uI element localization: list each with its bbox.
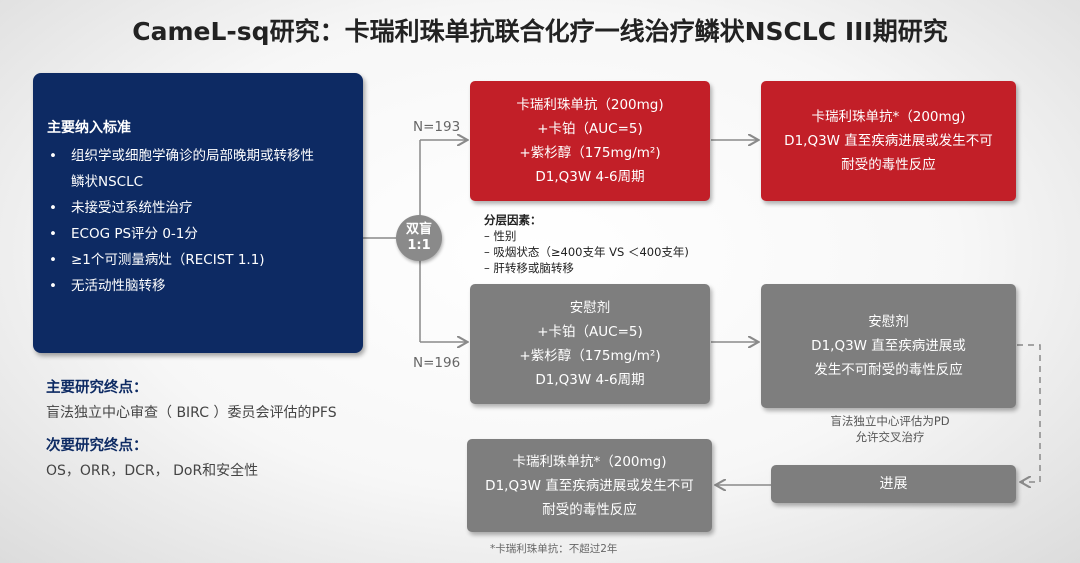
box-line: 耐受的毒性反应 — [841, 157, 936, 173]
box-line: D1,Q3W 4-6周期 — [535, 372, 645, 388]
stratification-item: – 性别 — [484, 229, 517, 243]
box-line: D1,Q3W 直至疾病进展或发生不可 — [784, 133, 993, 149]
box-line: D1,Q3W 4-6周期 — [535, 169, 645, 185]
randomization-ratio: 1:1 — [407, 238, 431, 253]
inclusion-heading: 主要纳入标准 — [47, 120, 131, 136]
box-line: +紫杉醇（175mg/m²) — [519, 348, 661, 364]
dashed-arrow-to-progression — [1017, 344, 1041, 482]
inclusion-criteria-box: 主要纳入标准 组织学或细胞学确诊的局部晚期或转移性 鳞状NSCLC 未接受过系统… — [33, 73, 363, 353]
progression-label: 进展 — [879, 476, 908, 492]
grey-induction-box: 安慰剂 +卡铂（AUC=5) +紫杉醇（175mg/m²) D1,Q3W 4-6… — [470, 284, 710, 404]
box-line: 耐受的毒性反应 — [542, 501, 637, 518]
crossover-note-line: 允许交叉治疗 — [855, 430, 925, 444]
randomization-circle: 双盲 1:1 — [396, 215, 442, 261]
top-arm-n: N=193 — [413, 119, 461, 135]
inclusion-item: ≥1个可测量病灶（RECIST 1.1) — [47, 247, 349, 273]
box-line: 安慰剂 — [868, 314, 909, 330]
randomization-label: 双盲 — [405, 222, 432, 237]
inclusion-list: 组织学或细胞学确诊的局部晚期或转移性 鳞状NSCLC 未接受过系统性治疗 ECO… — [47, 143, 349, 299]
secondary-endpoint-heading: 次要研究终点： — [46, 438, 148, 454]
stratification-item: – 吸烟状态（≥400支年 VS ＜400支年) — [484, 245, 689, 259]
box-line: +卡铂（AUC=5) — [537, 324, 643, 340]
box-line: D1,Q3W 直至疾病进展或 — [811, 338, 966, 354]
box-line: 卡瑞利珠单抗（200mg) — [516, 97, 664, 113]
inclusion-item: 无活动性脑转移 — [47, 273, 349, 299]
red-maintenance-box: 卡瑞利珠单抗*（200mg) D1,Q3W 直至疾病进展或发生不可 耐受的毒性反… — [761, 81, 1016, 201]
red-induction-box: 卡瑞利珠单抗（200mg) +卡铂（AUC=5) +紫杉醇（175mg/m²) … — [470, 81, 710, 201]
box-line: 发生不可耐受的毒性反应 — [814, 362, 963, 378]
crossover-note-line: 盲法独立中心评估为PD — [830, 414, 950, 428]
bottom-arm-n: N=196 — [413, 355, 461, 371]
inclusion-item: 未接受过系统性治疗 — [47, 195, 349, 221]
grey-maintenance-box: 安慰剂 D1,Q3W 直至疾病进展或 发生不可耐受的毒性反应 — [761, 284, 1016, 408]
footnote: *卡瑞利珠单抗：不超过2年 — [490, 543, 618, 555]
stratification-heading: 分层因素： — [484, 213, 542, 227]
page-title: CameL-sq研究：卡瑞利珠单抗联合化疗一线治疗鳞状NSCLC III期研究 — [132, 17, 948, 46]
primary-endpoint-text: 盲法独立中心审查（ BIRC ）委员会评估的PFS — [46, 405, 337, 421]
inclusion-item: ECOG PS评分 0-1分 — [47, 221, 349, 247]
secondary-endpoint-text: OS，ORR，DCR， DoR和安全性 — [46, 463, 259, 479]
inclusion-item: 组织学或细胞学确诊的局部晚期或转移性 — [47, 143, 349, 169]
crossover-note: 盲法独立中心评估为PD 允许交叉治疗 — [790, 413, 990, 445]
box-line: D1,Q3W 直至疾病进展或发生不可 — [485, 477, 694, 494]
stratification-item: – 肝转移或脑转移 — [484, 261, 574, 275]
progression-box: 进展 — [771, 465, 1016, 503]
box-line: +卡铂（AUC=5) — [537, 121, 643, 137]
crossover-treatment-box: 卡瑞利珠单抗*（200mg) D1,Q3W 直至疾病进展或发生不可 耐受的毒性反… — [467, 439, 712, 532]
inclusion-item: 鳞状NSCLC — [71, 174, 144, 190]
box-line: 卡瑞利珠单抗*（200mg) — [811, 109, 966, 125]
endpoints-section: 主要研究终点： 盲法独立中心审查（ BIRC ）委员会评估的PFS 次要研究终点… — [46, 376, 376, 492]
primary-endpoint-heading: 主要研究终点： — [46, 380, 148, 396]
box-line: 安慰剂 — [569, 300, 611, 316]
box-line: 卡瑞利珠单抗*（200mg) — [512, 453, 667, 470]
box-line: +紫杉醇（175mg/m²) — [519, 145, 661, 161]
stratification-factors: 分层因素： – 性别 – 吸烟状态（≥400支年 VS ＜400支年) – 肝转… — [484, 212, 689, 276]
